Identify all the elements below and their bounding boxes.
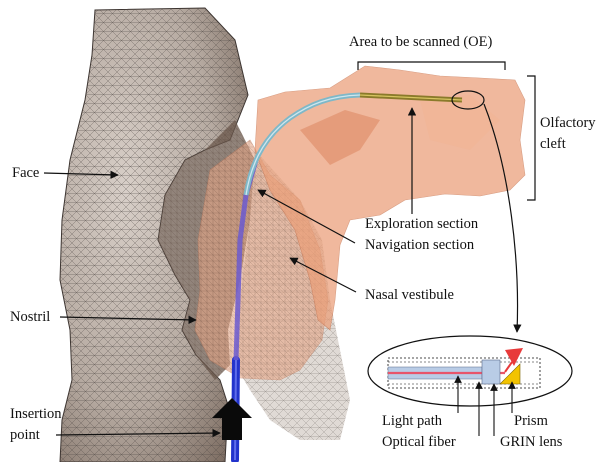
- prism-label: Prism: [514, 413, 549, 429]
- insertion-point-label-line1: Insertion: [10, 406, 62, 422]
- olfactory-cleft-label-line1: Olfactory: [540, 115, 596, 131]
- grin-lens-shape: [482, 360, 500, 384]
- navigation-section-label: Navigation section: [365, 237, 475, 253]
- nasal-vestibule-label: Nasal vestibule: [365, 287, 454, 303]
- area-scanned-label: Area to be scanned (OE): [349, 34, 492, 50]
- exploration-section-label: Exploration section: [365, 216, 479, 232]
- tip-detail-inset: [368, 336, 572, 406]
- insertion-point-label-line2: point: [10, 427, 40, 443]
- olfactory-cleft-bracket: [527, 76, 535, 200]
- grin-lens-label: GRIN lens: [500, 434, 563, 450]
- optical-fiber-label: Optical fiber: [382, 434, 456, 450]
- face-label: Face: [12, 165, 39, 181]
- light-path-label: Light path: [382, 413, 443, 429]
- nostril-label: Nostril: [10, 309, 50, 325]
- olfactory-cleft-label-line2: cleft: [540, 136, 566, 152]
